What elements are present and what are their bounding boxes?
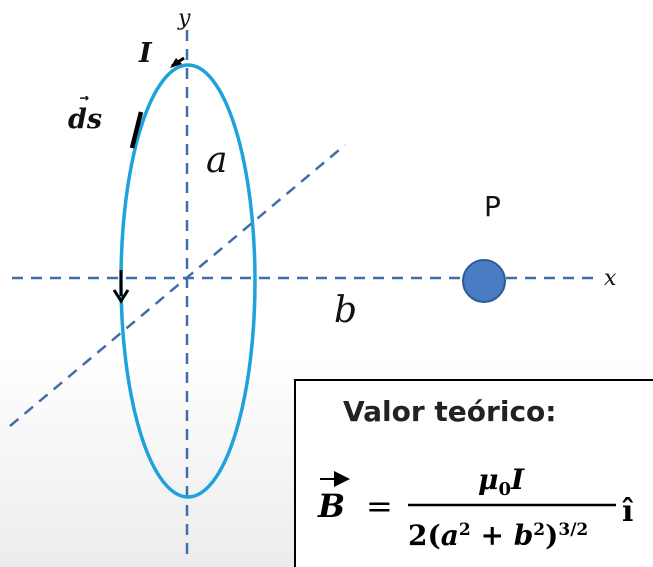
point-p-label: P <box>484 190 501 223</box>
unit-vector-i: î <box>622 494 634 529</box>
current-arrow-top-stem <box>171 56 185 68</box>
theoretical-value-box: Valor teórico: B = μ0I 2(a2 + b2)3/2 î <box>294 379 653 567</box>
radius-label: a <box>206 140 228 181</box>
z-axis <box>9 144 346 427</box>
biot-savart-formula: B = μ0I 2(a2 + b2)3/2 î <box>317 463 634 552</box>
point-p-marker <box>462 259 506 303</box>
y-axis-label: y <box>178 6 191 31</box>
formula-denominator: 2(a2 + b2)3/2 <box>408 519 588 552</box>
ds-label: ds⃗ <box>68 104 102 135</box>
ds-element <box>129 111 144 149</box>
formula-numerator: μ0I <box>478 463 525 500</box>
current-label: I <box>139 38 152 69</box>
formula-title: Valor teórico: <box>343 395 557 428</box>
current-arrow-left-head <box>112 289 130 304</box>
ds-label-d: d <box>68 104 87 135</box>
distance-label: b <box>334 290 358 331</box>
x-axis-label: x <box>604 266 617 291</box>
formula-lhs: B <box>317 487 345 525</box>
ds-vector: s⃗ <box>86 104 103 135</box>
equals-sign: = <box>366 487 393 525</box>
